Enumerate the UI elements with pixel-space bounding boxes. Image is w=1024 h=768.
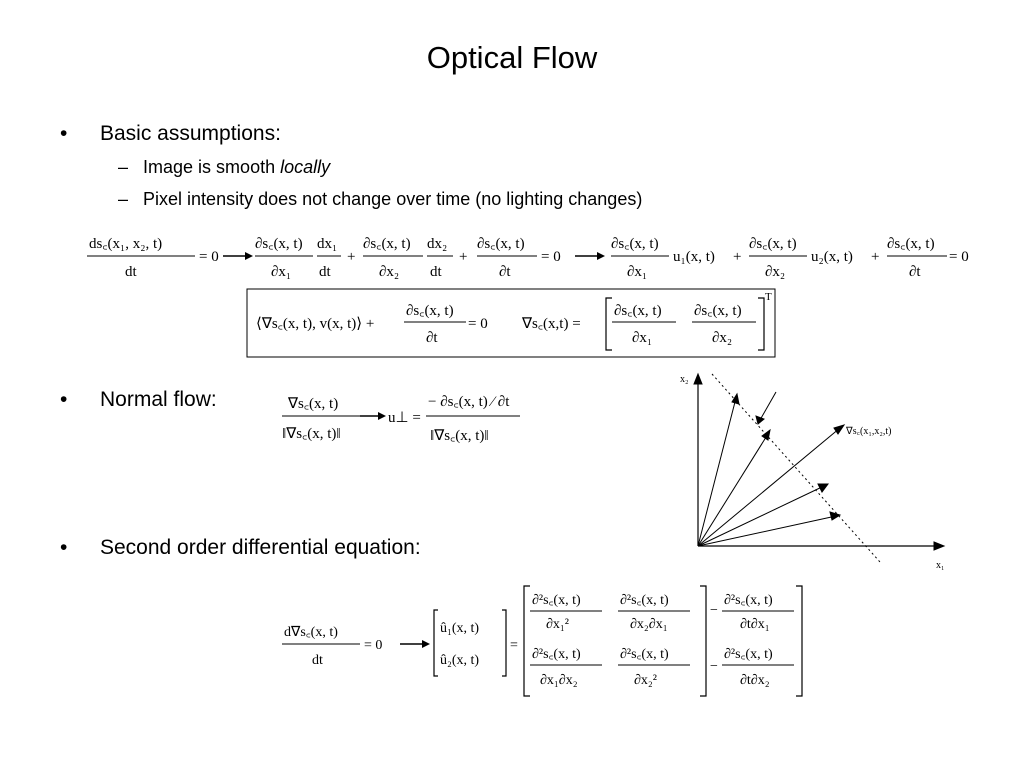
normal-flow-equation: ∇s꜀(x, t) ‖∇s꜀(x, t)‖ u⊥ = − ∂s꜀(x, t) ⁄… — [282, 394, 520, 444]
r2-num: ∂²s꜀(x, t) — [724, 647, 773, 662]
eq1-dx2: ∂x₂ — [379, 264, 399, 280]
second-order-equation: d∇s꜀(x, t) dt = 0 û₁(x, t) û₂(x, t) = ∂²… — [282, 585, 803, 697]
eq1-partial-s: ∂s꜀(x, t) — [255, 236, 303, 252]
sub-bullet-marker: – — [118, 189, 129, 209]
bullet-text: Basic assumptions: — [100, 122, 281, 145]
eq1-dx1: ∂x₁ — [271, 264, 291, 280]
normal-den: ‖∇s꜀(x, t)‖ — [282, 426, 341, 442]
eq1-dt1: dt — [319, 264, 332, 280]
sub-bullet-smooth: – Image is smooth locally — [118, 157, 330, 178]
uhat1: û₁(x, t) — [440, 621, 479, 636]
brightness-constancy-equation: ds꜀(x₁, x₂, t) dt = 0 ∂s꜀(x, t) ∂x₁ dx₁ … — [87, 236, 969, 280]
m12-den: ∂x₂∂x₁ — [630, 617, 668, 632]
eq1-partial-s3: ∂s꜀(x, t) — [477, 236, 525, 252]
second-zero: = 0 — [364, 638, 382, 653]
sub-bullet-emphasis: locally — [280, 157, 331, 177]
m22-num: ∂²s꜀(x, t) — [620, 647, 669, 662]
box-grad-num2: ∂s꜀(x, t) — [694, 303, 742, 319]
box-grad-den1: ∂x₁ — [632, 330, 652, 346]
eq1-u1: u₁(x, t) — [673, 249, 715, 265]
eq1-plus3: + — [733, 249, 741, 265]
eq1-dx1b: ∂x₁ — [627, 264, 647, 280]
uhat2: û₂(x, t) — [440, 653, 479, 668]
box-dt: ∂t — [426, 330, 438, 346]
box-grad-num1: ∂s꜀(x, t) — [614, 303, 662, 319]
eq1-zero: = 0 — [199, 249, 219, 265]
eq1-partial-s4: ∂s꜀(x, t) — [611, 236, 659, 252]
m21-num: ∂²s꜀(x, t) — [532, 647, 581, 662]
slide-title: Optical Flow — [426, 40, 598, 75]
second-lhs-den: dt — [312, 653, 323, 668]
r2-minus: − — [710, 659, 718, 674]
eq1-denominator: dt — [125, 264, 138, 280]
second-lhs-num: d∇s꜀(x, t) — [284, 625, 338, 640]
r1-den: ∂t∂x₁ — [740, 617, 770, 632]
m22-den: ∂x₂² — [634, 673, 657, 688]
eq1-u2: u₂(x, t) — [811, 249, 853, 265]
eq1-plus4: + — [871, 249, 879, 265]
r1-minus: − — [710, 603, 718, 618]
bullet-text: Second order differential equation: — [100, 536, 421, 559]
r2-den: ∂t∂x₂ — [740, 673, 770, 688]
eq1-zero3: = 0 — [949, 249, 969, 265]
m21-den: ∂x₁∂x₂ — [540, 673, 578, 688]
eq1-zero2: = 0 — [541, 249, 561, 265]
normal-flow-diagram: x₂ x₁ ∇s꜀(x₁,x₂,t) — [680, 372, 946, 571]
box-partial-s: ∂s꜀(x, t) — [406, 303, 454, 319]
box-lhs: ⟨∇s꜀(x, t), v(x, t)⟩ + — [256, 316, 374, 332]
boxed-constraint-equation: ⟨∇s꜀(x, t), v(x, t)⟩ + ∂s꜀(x, t) ∂t = 0 … — [246, 288, 776, 358]
m11-num: ∂²s꜀(x, t) — [532, 593, 581, 608]
bullet-marker: • — [60, 536, 68, 559]
bullet-text: Normal flow: — [100, 388, 217, 411]
m11-den: ∂x₁² — [546, 617, 569, 632]
gradient-label: ∇s꜀(x₁,x₂,t) — [845, 426, 891, 437]
eq1-dt2: dt — [430, 264, 443, 280]
sub-bullet-text: Pixel intensity does not change over tim… — [143, 189, 643, 209]
box-transpose: T — [765, 291, 772, 303]
normal-rhs-den: ‖∇s꜀(x, t)‖ — [430, 428, 489, 444]
eq1-ddx1: dx₁ — [317, 236, 337, 252]
eq1-partial-s5: ∂s꜀(x, t) — [749, 236, 797, 252]
sub-bullet-text: Image is smooth — [143, 157, 281, 177]
u-perp: u⊥ = — [388, 410, 421, 426]
sub-bullet-intensity: – Pixel intensity does not change over t… — [118, 189, 642, 210]
normal-rhs-num: − ∂s꜀(x, t) ⁄ ∂t — [428, 394, 510, 410]
eq1-plus2: + — [459, 249, 467, 265]
normal-num: ∇s꜀(x, t) — [287, 396, 338, 412]
eq1-partial-s6: ∂s꜀(x, t) — [887, 236, 935, 252]
box-zero: = 0 — [468, 316, 488, 332]
eq1-dt-partial: ∂t — [499, 264, 511, 280]
x-axis-label: x₁ — [936, 560, 945, 571]
r1-num: ∂²s꜀(x, t) — [724, 593, 773, 608]
eq1-partial-s2: ∂s꜀(x, t) — [363, 236, 411, 252]
bullet-marker: • — [60, 122, 68, 145]
sub-bullet-marker: – — [118, 157, 129, 177]
second-equals: = — [510, 638, 518, 653]
eq1-dx2b: ∂x₂ — [765, 264, 785, 280]
box-grad-den2: ∂x₂ — [712, 330, 732, 346]
m12-num: ∂²s꜀(x, t) — [620, 593, 669, 608]
eq1-plus1: + — [347, 249, 355, 265]
y-axis-label: x₂ — [680, 374, 689, 385]
box-grad-def: ∇s꜀(x,t) = — [521, 316, 581, 332]
bullet-marker: • — [60, 388, 68, 411]
eq1-ddx2: dx₂ — [427, 236, 447, 252]
eq1-dt-partial2: ∂t — [909, 264, 921, 280]
eq1-numerator: ds꜀(x₁, x₂, t) — [89, 236, 162, 252]
